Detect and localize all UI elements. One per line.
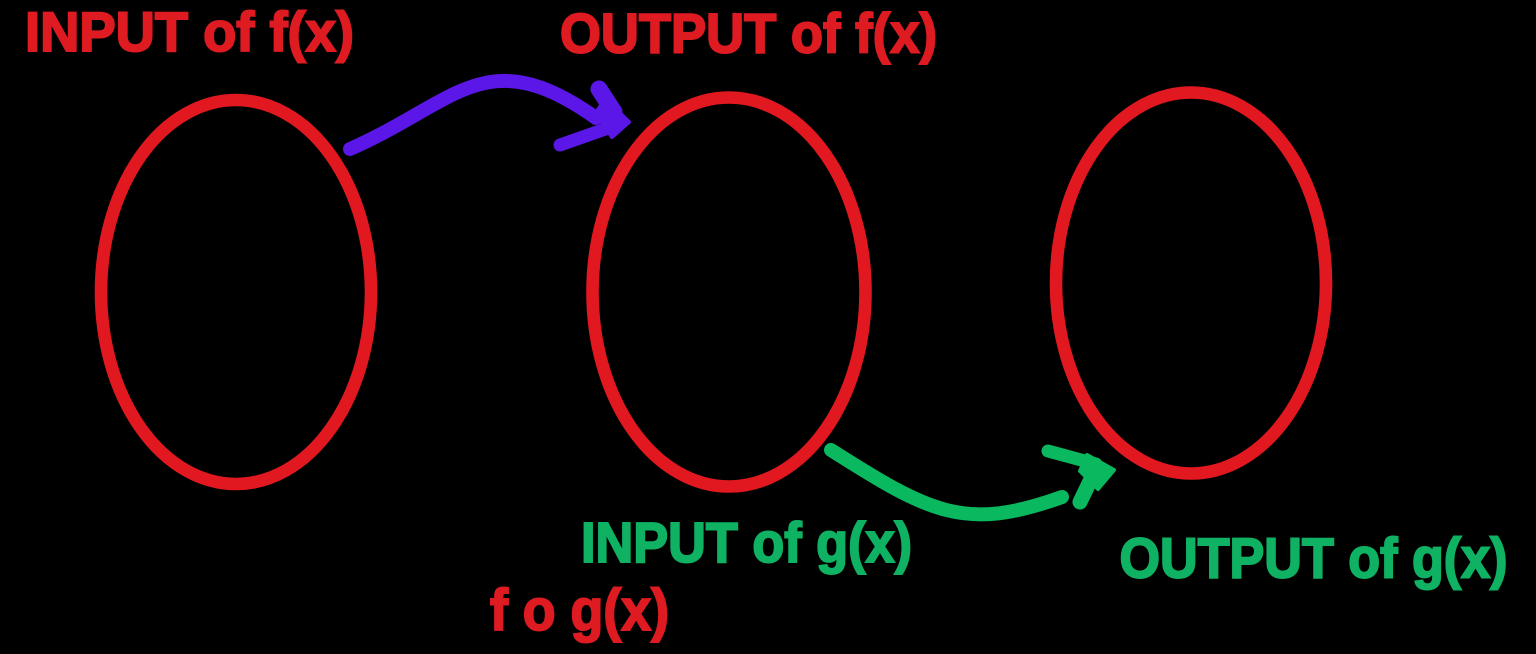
svg-text:f o g(x): f o g(x) bbox=[490, 578, 669, 643]
svg-text:INPUT of g(x): INPUT of g(x) bbox=[581, 511, 912, 574]
svg-text:INPUT of f(x): INPUT of f(x) bbox=[25, 0, 354, 63]
svg-text:OUTPUT of g(x): OUTPUT of g(x) bbox=[1120, 527, 1508, 590]
svg-text:OUTPUT of f(x): OUTPUT of f(x) bbox=[560, 2, 937, 65]
